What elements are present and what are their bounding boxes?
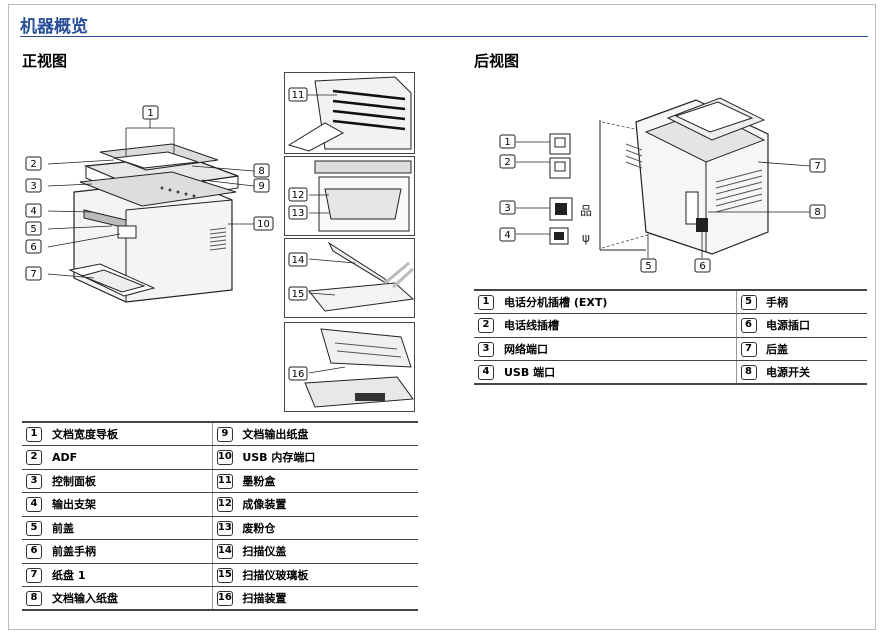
- callout-6: 6: [30, 242, 36, 253]
- legend-label: ADF: [48, 445, 213, 470]
- rear-callout-5: 5: [645, 261, 651, 272]
- front-printer-illustration: 1 2 3 4 5 6 7 8 9 10: [25, 105, 274, 303]
- callout-1: 1: [147, 108, 153, 119]
- rear-callout-4: 4: [504, 230, 510, 241]
- callout-14: 14: [292, 255, 305, 266]
- detail-panel-scan-unit: 16: [284, 322, 415, 412]
- legend-number-badge: 2: [478, 318, 494, 334]
- legend-label: 扫描仪玻璃板: [238, 563, 418, 587]
- callout-13: 13: [292, 208, 305, 219]
- legend-label: 电话分机插槽 (EXT): [500, 289, 736, 314]
- legend-label: 文档输出纸盘: [238, 421, 418, 446]
- callout-7: 7: [30, 269, 36, 280]
- legend-label: 废粉仓: [238, 516, 418, 540]
- legend-label: USB 端口: [500, 360, 736, 385]
- legend-number-badge: 1: [26, 427, 42, 442]
- legend-label: 纸盘 1: [48, 563, 213, 587]
- svg-text:品: 品: [580, 204, 592, 218]
- legend-row: 1 电话分机插槽 (EXT) 5 手柄: [474, 289, 867, 314]
- legend-label: USB 内存端口: [238, 445, 418, 470]
- legend-number-badge: 5: [740, 295, 757, 310]
- callout-11: 11: [292, 90, 305, 101]
- detail-panel-scanner-lid: 14 15: [284, 238, 415, 318]
- legend-label: 前盖手柄: [48, 539, 213, 564]
- legend-label: 输出支架: [48, 492, 213, 517]
- callout-16: 16: [292, 369, 305, 380]
- legend-label: 前盖: [48, 516, 213, 540]
- legend-row: 4 USB 端口 8 电源开关: [474, 360, 867, 385]
- rear-callout-7: 7: [814, 161, 820, 172]
- rear-callout-2: 2: [504, 157, 510, 168]
- legend-number-badge: 3: [478, 341, 494, 357]
- legend-number-badge: 6: [26, 544, 42, 560]
- legend-number-badge: 9: [216, 427, 233, 442]
- callout-5: 5: [30, 224, 36, 235]
- legend-label: 电话线插槽: [500, 313, 736, 338]
- legend-label: 网络端口: [500, 337, 736, 361]
- legend-number-badge: 4: [26, 497, 42, 513]
- legend-number-badge: 5: [26, 520, 42, 536]
- detail-panel-imaging: 12 13: [284, 156, 415, 236]
- callout-9: 9: [258, 181, 264, 192]
- legend-label: 手柄: [762, 289, 867, 314]
- legend-label: 电源插口: [762, 313, 867, 338]
- legend-label: 成像装置: [238, 492, 418, 517]
- legend-label: 控制面板: [48, 469, 213, 493]
- rear-view-heading: 后视图: [474, 52, 520, 70]
- legend-number-badge: 13: [216, 520, 233, 536]
- legend-label: 文档宽度导板: [48, 421, 213, 446]
- legend-number-badge: 15: [216, 567, 233, 583]
- legend-label: 文档输入纸盘: [48, 586, 213, 611]
- legend-label: 后盖: [762, 337, 867, 361]
- callout-4: 4: [30, 206, 36, 217]
- detail-panel-toner: 11: [284, 72, 415, 154]
- legend-label: 扫描仪盖: [238, 539, 418, 564]
- rear-printer-illustration: 品 ψ 1 2 3 4 5 6 7 8: [499, 97, 826, 273]
- legend-number-badge: 1: [478, 295, 494, 310]
- legend-number-badge: 12: [216, 497, 233, 513]
- legend-number-badge: 14: [216, 544, 233, 560]
- rear-callout-6: 6: [699, 261, 705, 272]
- callout-12: 12: [292, 190, 305, 201]
- legend-label: 墨粉盒: [238, 469, 418, 493]
- legend-number-badge: 16: [216, 591, 233, 606]
- page-frame: [8, 4, 876, 630]
- legend-number-badge: 3: [26, 473, 42, 489]
- legend-number-badge: 10: [216, 450, 233, 466]
- legend-number-badge: 2: [26, 450, 42, 466]
- legend-number-badge: 7: [26, 567, 42, 583]
- rear-callout-1: 1: [504, 137, 510, 148]
- callout-10: 10: [257, 219, 270, 230]
- legend-label: 扫描装置: [238, 586, 418, 611]
- legend-number-badge: 11: [216, 473, 233, 489]
- callout-15: 15: [292, 289, 305, 300]
- rear-callout-8: 8: [814, 207, 820, 218]
- front-view-heading: 正视图: [22, 52, 68, 70]
- legend-number-badge: 4: [478, 365, 494, 380]
- legend-label: 电源开关: [762, 360, 867, 385]
- legend-number-badge: 8: [740, 365, 757, 380]
- rear-callout-3: 3: [504, 203, 510, 214]
- title-divider: [20, 36, 868, 37]
- svg-text:ψ: ψ: [582, 231, 590, 245]
- callout-8: 8: [258, 166, 264, 177]
- callout-3: 3: [30, 181, 36, 192]
- legend-number-badge: 7: [740, 341, 757, 357]
- legend-number-badge: 6: [740, 318, 757, 334]
- legend-number-badge: 8: [26, 591, 42, 606]
- page-title: 机器概览: [20, 17, 88, 37]
- callout-2: 2: [30, 159, 36, 170]
